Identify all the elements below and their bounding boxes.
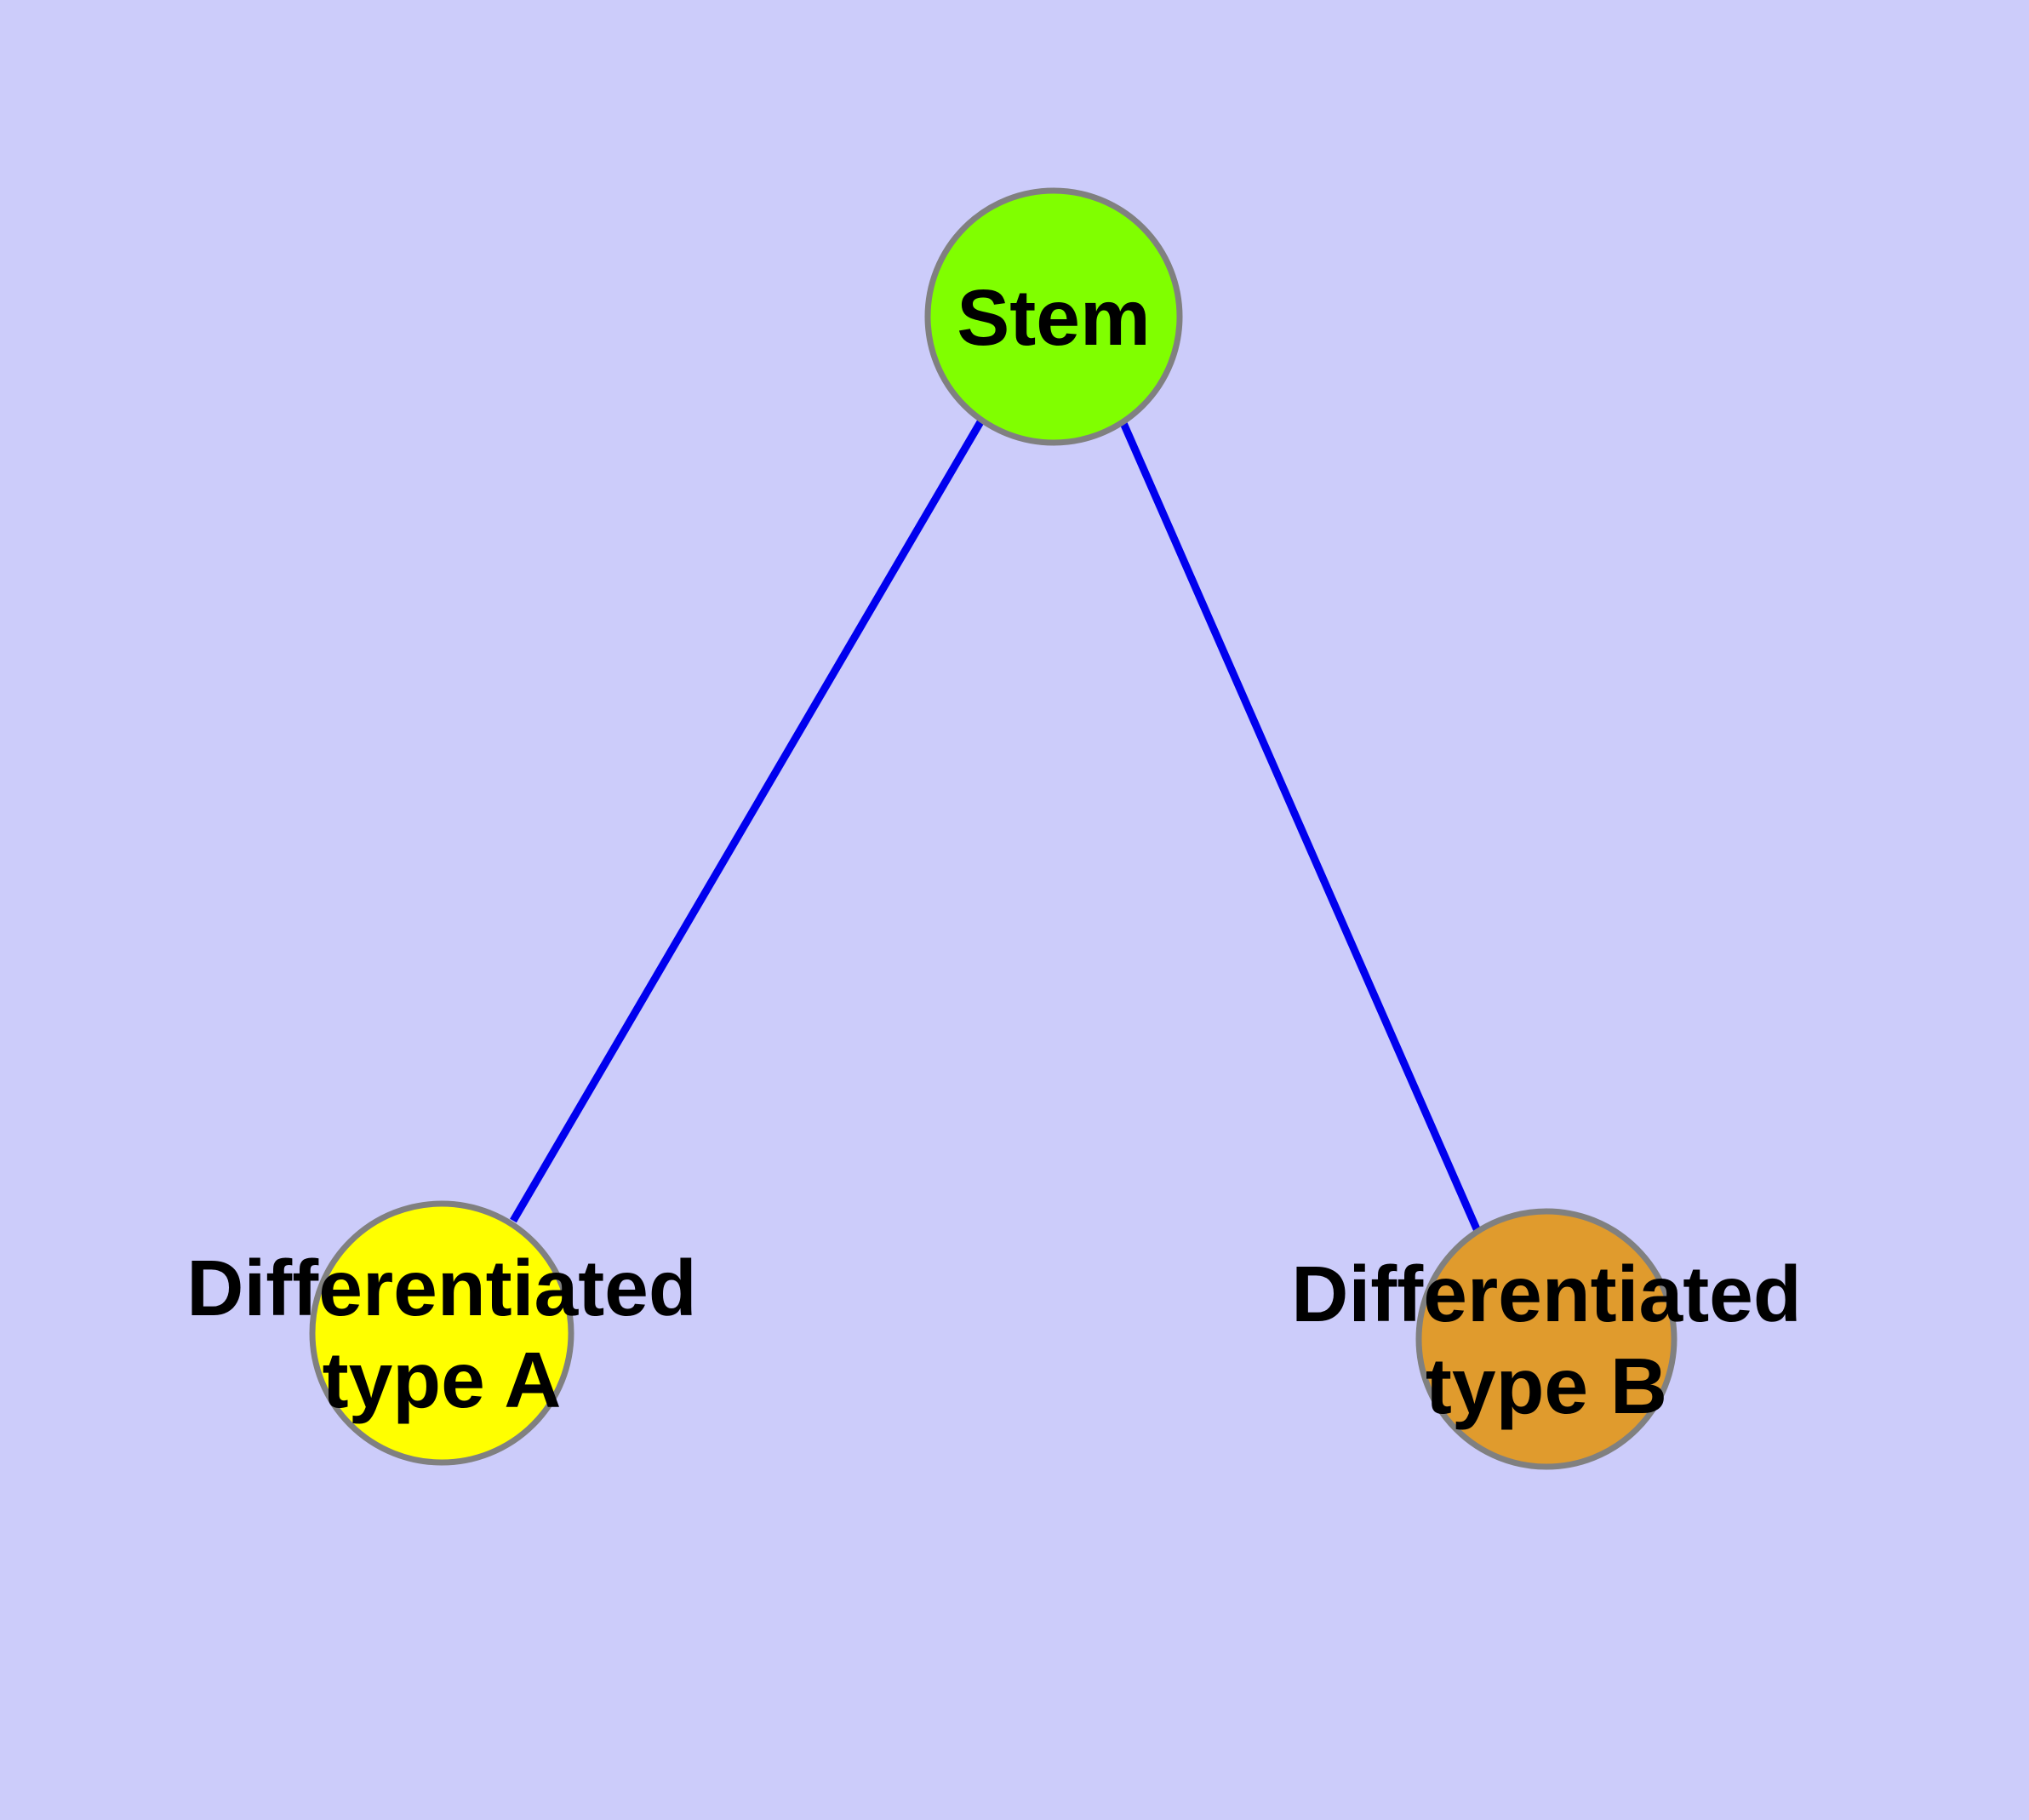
graph-edge[interactable] <box>1119 421 1482 1233</box>
node-label-line: type A <box>323 1336 562 1424</box>
node-label-line: type B <box>1426 1342 1667 1430</box>
nodes-layer <box>309 187 1677 1470</box>
graph-node-stem[interactable] <box>924 187 1183 446</box>
graph-node-diff-b[interactable] <box>1415 1208 1677 1470</box>
node-label-line: Differentiated <box>186 1244 696 1332</box>
edges-layer <box>510 418 1482 1233</box>
node-label-line: Stem <box>957 273 1150 362</box>
graph-node-diff-a[interactable] <box>309 1200 574 1466</box>
node-label-line: Differentiated <box>1291 1250 1801 1338</box>
node-label-stem: Stem <box>957 273 1150 362</box>
graph-edge[interactable] <box>510 418 985 1223</box>
